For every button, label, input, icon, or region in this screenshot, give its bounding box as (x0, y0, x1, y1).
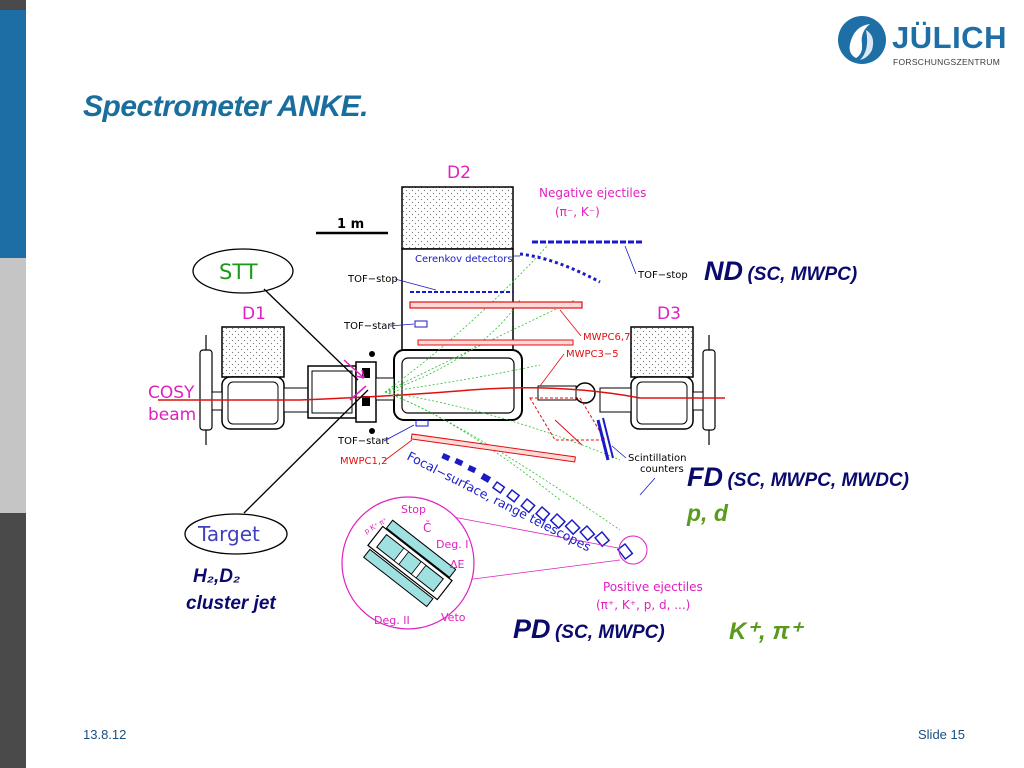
sidebar-stripe-dark-bottom (0, 513, 26, 768)
tof-start-top-label: TOF−start (343, 321, 395, 332)
pd-annotation: PD (SC, MWPC) (513, 614, 665, 645)
nd-detail: (SC, MWPC) (747, 264, 858, 285)
tof-stop-right-label: TOF−stop (637, 270, 688, 281)
target-gas-line1: H₂,D₂ (193, 566, 241, 587)
stt-pointer (263, 288, 359, 381)
logo-name: JÜLICH (892, 20, 1007, 55)
pd-detail: (SC, MWPC) (554, 622, 665, 643)
negative-ejectiles-particles: (π⁻, K⁻) (555, 205, 600, 219)
positive-ejectiles-label: Positive ejectiles (603, 580, 703, 594)
cerenkov-array (519, 252, 601, 284)
telescope-inset-detail (363, 519, 457, 608)
stt-callout-label: STT (219, 260, 258, 284)
pd-label: PD (513, 614, 551, 644)
d3-label: D3 (657, 304, 681, 324)
scint-label-1: Scintillation (628, 453, 687, 464)
positive-ejectiles-particles: (π⁺, K⁺, p, d, ...) (596, 598, 690, 612)
inset-deg2-label: Deg. II (374, 614, 410, 627)
telescope-highlight (618, 535, 648, 565)
inset-veto-label: Veto (441, 611, 466, 624)
mwpc67-label: MWPC6,7 (583, 332, 630, 343)
inset-deg1-label: Deg. I (436, 538, 468, 551)
scintillation-counters (596, 419, 610, 461)
target-callout-label: Target (197, 522, 260, 546)
slide-date: 13.8.12 (83, 727, 127, 742)
nd-label: ND (704, 256, 743, 286)
cerenkov-label: Cerenkov detectors (415, 254, 513, 265)
sidebar-stripe-gray (0, 258, 26, 513)
d2-chamber (393, 349, 523, 421)
d3-magnet (630, 326, 694, 378)
d2-label: D2 (447, 163, 471, 183)
scale-bar-label: 1 m (337, 217, 364, 232)
inset-delta-e-label: ΔE (450, 558, 465, 571)
julich-logo: JÜLICH FORSCHUNGSZENTRUM (836, 14, 1006, 74)
scint-label-2: counters (640, 464, 684, 475)
cosy-label: COSY (148, 383, 195, 403)
fd-particles: p, d (687, 500, 728, 526)
target-pointer (243, 389, 369, 514)
nd-annotation: ND (SC, MWPC) (704, 256, 857, 287)
d1-magnet (221, 326, 285, 378)
mwpc67-chamber (409, 301, 583, 309)
fd-annotation: FD (SC, MWPC, MWDC) (687, 462, 909, 493)
d2-magnet (401, 186, 514, 250)
sidebar-stripe-dark-top (0, 0, 26, 10)
target-chamber (307, 365, 357, 419)
fd-chamber (529, 397, 606, 441)
inset-cherenkov-label: Č (423, 520, 431, 535)
tof-stop-left-label: TOF−stop (347, 274, 398, 285)
stt-callout (192, 248, 294, 294)
logo-subtitle: FORSCHUNGSZENTRUM (893, 57, 1001, 67)
d1-label: D1 (242, 304, 266, 324)
negative-ejectiles-label: Negative ejectiles (539, 186, 646, 200)
sidebar-stripe-blue (0, 10, 26, 258)
sidebar-decoration (0, 0, 26, 768)
slide-title: Spectrometer ANKE. (83, 90, 368, 123)
cosy-beam-line (158, 387, 725, 401)
mwpc12-chamber (410, 433, 576, 463)
fd-detail: (SC, MWPC, MWDC) (727, 470, 909, 491)
inset-stop-label: Stop (401, 503, 426, 516)
mwpc12-label: MWPC1,2 (340, 456, 387, 467)
slide-number: Slide 15 (918, 727, 965, 742)
target-gas-line2: cluster jet (186, 593, 276, 614)
beam-label: beam (148, 405, 196, 425)
pd-particles: K⁺, π⁺ (729, 618, 803, 645)
range-telescopes (441, 453, 634, 561)
particle-tracks (384, 244, 621, 531)
logo-mark-icon (838, 16, 886, 64)
target-callout (184, 513, 288, 555)
fd-label: FD (687, 462, 723, 492)
mwpc35-label: MWPC3−5 (566, 349, 619, 360)
tof-start-bottom-label: TOF−start (337, 436, 389, 447)
